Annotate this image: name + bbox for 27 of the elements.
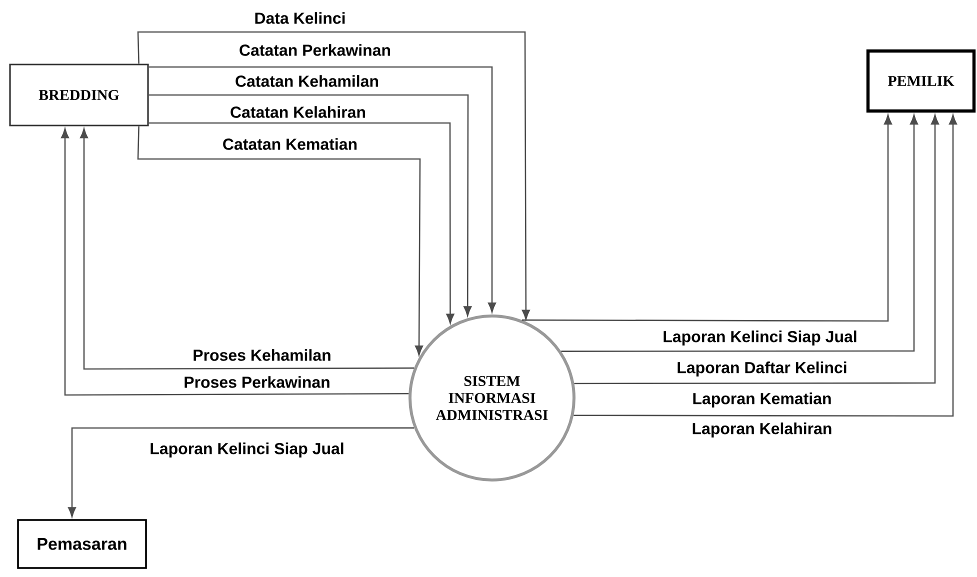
edge-label: Laporan Kelahiran: [690, 422, 834, 438]
arrow: [574, 114, 958, 417]
arrow: [148, 122, 454, 324]
arrow: [80, 128, 414, 370]
edge-label: Catatan Perkawinan: [238, 43, 392, 57]
edge-label: Catatan Kehamilan: [234, 74, 380, 88]
arrow: [61, 128, 409, 396]
edge-label: Laporan Kelinci Siap Jual: [148, 442, 346, 458]
edge-label: Data Kelinci: [253, 11, 347, 25]
edge-label: Catatan Kelahiran: [229, 105, 368, 119]
arrow: [574, 114, 940, 384]
arrow: [522, 114, 892, 322]
arrow: [137, 126, 424, 356]
external-entity-box: BREDDING: [9, 64, 149, 126]
arrow: [68, 427, 414, 518]
arrow: [148, 94, 472, 316]
edge-label: Laporan Daftar Kelinci: [676, 360, 848, 378]
edge-label: Proses Perkawinan: [182, 375, 332, 389]
edge-label: Laporan Kelinci Siap Jual: [662, 330, 858, 346]
arrow: [137, 31, 530, 320]
arrow: [561, 114, 918, 352]
edge-label: Catatan Kematian: [221, 137, 359, 151]
external-entity-box: Pemasaran: [17, 519, 147, 569]
arrow: [148, 66, 496, 312]
edge-label: Proses Kehamilan: [192, 348, 332, 362]
external-entity-box: PEMILIK: [866, 49, 976, 113]
edge-label: Laporan Kematian: [691, 392, 833, 408]
